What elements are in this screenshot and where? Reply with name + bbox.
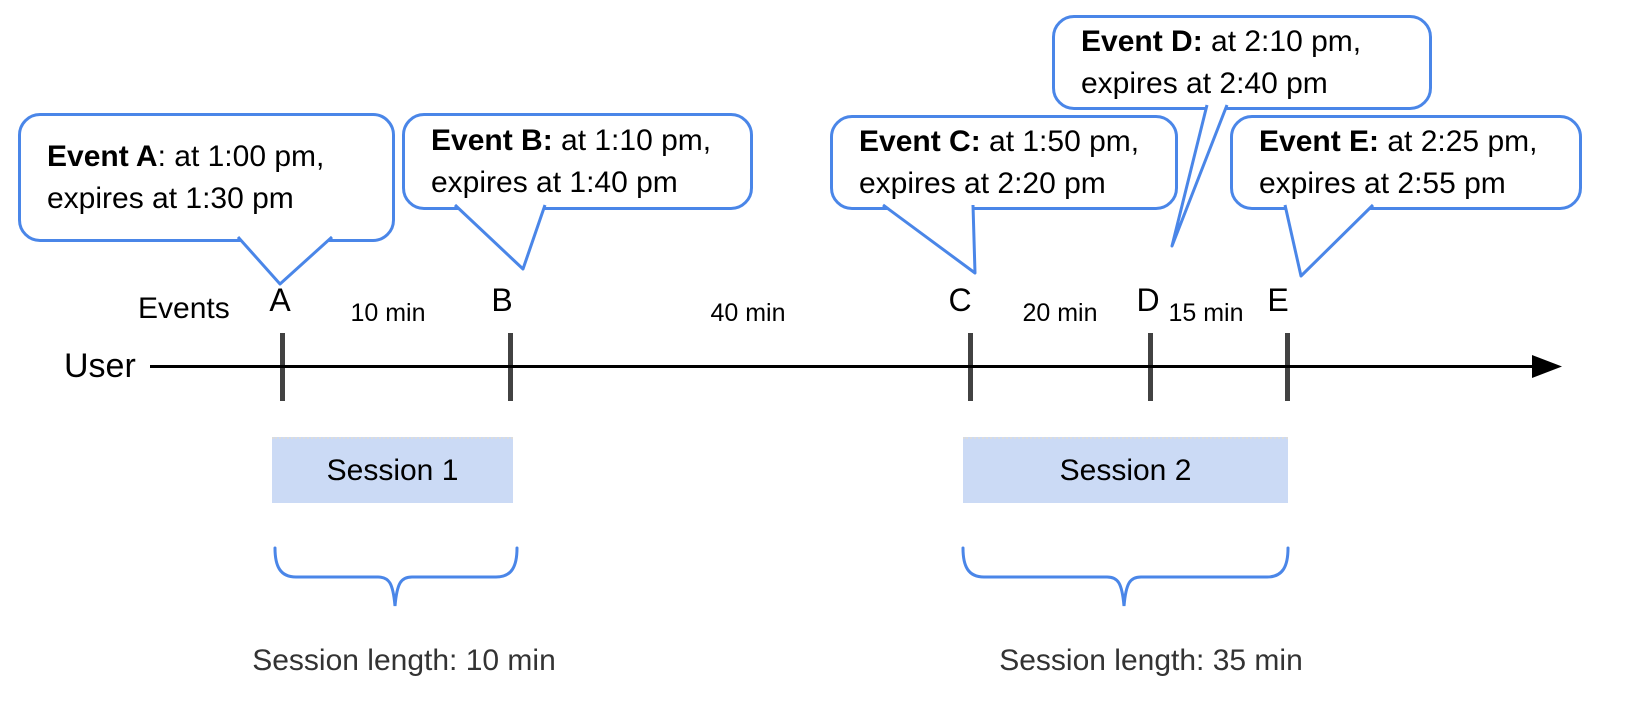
timeline-arrowhead-icon (1532, 355, 1562, 378)
interval-label-c-d: 20 min (1022, 299, 1098, 327)
event-e-callout-tail (1283, 203, 1375, 278)
event-c-callout: Event C: at 1:50 pm, expires at 2:20 pm (830, 115, 1178, 210)
callout-event-name: Event C: (859, 124, 981, 158)
callout-time: at 1:50 pm, (980, 124, 1140, 158)
event-d-callout-tail (1170, 104, 1229, 248)
event-a-callout: Event A: at 1:00 pm, expires at 1:30 pm (18, 113, 395, 242)
session-2-length-label: Session length: 35 min (999, 644, 1303, 677)
session-2-label: Session 2 (1059, 454, 1192, 487)
event-e-callout: Event E: at 2:25 pm, expires at 2:55 pm (1230, 115, 1582, 210)
callout-line2: expires at 2:40 pm (1081, 66, 1328, 100)
event-d-callout: Event D: at 2:10 pm, expires at 2:40 pm (1052, 15, 1432, 110)
callout-event-name: Event D: (1081, 24, 1203, 58)
tick-d (1148, 333, 1153, 401)
tick-e (1285, 333, 1290, 401)
session-1-length-label: Session length: 10 min (252, 644, 556, 677)
tick-c (968, 333, 973, 401)
interval-label-a-b: 10 min (350, 299, 426, 327)
session-2-brace (961, 546, 1290, 607)
callout-time: at 2:25 pm, (1379, 124, 1538, 158)
interval-label-d-e: 15 min (1168, 299, 1244, 327)
event-label-e: E (1267, 282, 1289, 318)
event-label-b: B (491, 282, 513, 318)
callout-line1: Event C: at 1:50 pm, (859, 121, 1175, 163)
callout-line1: Event B: at 1:10 pm, (431, 120, 750, 162)
callout-line2: expires at 1:40 pm (431, 165, 678, 199)
callout-time: : at 1:00 pm, (157, 139, 325, 173)
callout-line1: Event D: at 2:10 pm, (1081, 21, 1429, 63)
callout-line2: expires at 2:20 pm (859, 166, 1106, 200)
tick-a (280, 333, 285, 401)
event-label-d: D (1136, 282, 1160, 318)
callout-event-name: Event B: (431, 123, 553, 157)
callout-line1: Event E: at 2:25 pm, (1259, 121, 1579, 163)
session-2-bar: Session 2 (963, 437, 1288, 503)
event-label-c: C (948, 282, 972, 318)
callout-time: at 1:10 pm, (552, 123, 712, 157)
callout-line1: Event A: at 1:00 pm, (47, 136, 392, 178)
interval-label-b-c: 40 min (710, 299, 786, 327)
session-1-brace (273, 546, 519, 607)
event-b-callout: Event B: at 1:10 pm, expires at 1:40 pm (402, 113, 753, 210)
session-1-label: Session 1 (326, 454, 459, 487)
callout-line2: expires at 2:55 pm (1259, 166, 1506, 200)
callout-line2: expires at 1:30 pm (47, 181, 294, 215)
event-c-callout-tail (882, 203, 977, 275)
event-a-callout-tail (236, 235, 334, 286)
callout-event-name: Event A (47, 139, 158, 173)
callout-time: at 2:10 pm, (1202, 24, 1362, 58)
tick-b (508, 333, 513, 401)
axis-user-label: User (64, 347, 136, 385)
event-b-callout-tail (453, 203, 547, 271)
events-heading: Events (138, 292, 230, 325)
session-1-bar: Session 1 (272, 437, 513, 503)
callout-event-name: Event E: (1259, 124, 1380, 158)
event-label-a: A (269, 282, 291, 318)
